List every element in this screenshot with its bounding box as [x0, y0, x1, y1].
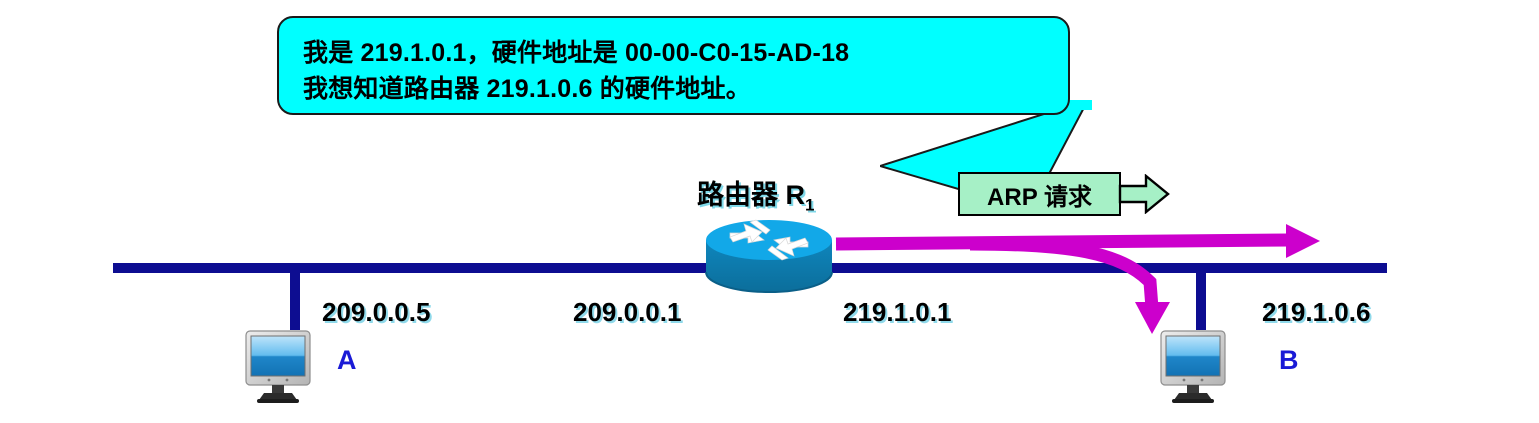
- host-b-label: B: [1279, 345, 1299, 375]
- hollow-right-arrow-icon: [1118, 174, 1170, 214]
- host-a-drop-cable: [290, 268, 300, 330]
- router-icon: [705, 219, 833, 293]
- router-label-subscript: 1: [805, 195, 815, 215]
- speech-bubble: 我是 219.1.0.1，硬件地址是 00-00-C0-15-AD-18 我想知…: [277, 16, 1070, 115]
- arp-broadcast-flow-arrow: [835, 224, 1320, 334]
- host-b-drop-cable: [1196, 268, 1206, 330]
- speech-bubble-line-1: 我是 219.1.0.1，硬件地址是 00-00-C0-15-AD-18: [303, 39, 850, 67]
- host-a-label: A: [337, 345, 357, 375]
- speech-bubble-line-2: 我想知道路由器 219.1.0.6 的硬件地址。: [303, 75, 751, 103]
- host-b-computer-icon: [1160, 330, 1226, 403]
- router-label: 路由器 R1: [697, 173, 814, 215]
- ip-label-router-right-interface: 219.1.0.1: [843, 297, 952, 327]
- ip-label-host-a: 209.0.0.5: [322, 297, 431, 327]
- ip-label-router-left-interface: 209.0.0.1: [573, 297, 682, 327]
- ip-label-host-b: 219.1.0.6: [1262, 297, 1371, 327]
- arp-request-box: ARP 请求: [958, 172, 1121, 216]
- host-a-computer-icon: [245, 330, 311, 403]
- arp-request-label: ARP 请求: [987, 183, 1092, 211]
- router-label-text: 路由器 R: [697, 180, 805, 210]
